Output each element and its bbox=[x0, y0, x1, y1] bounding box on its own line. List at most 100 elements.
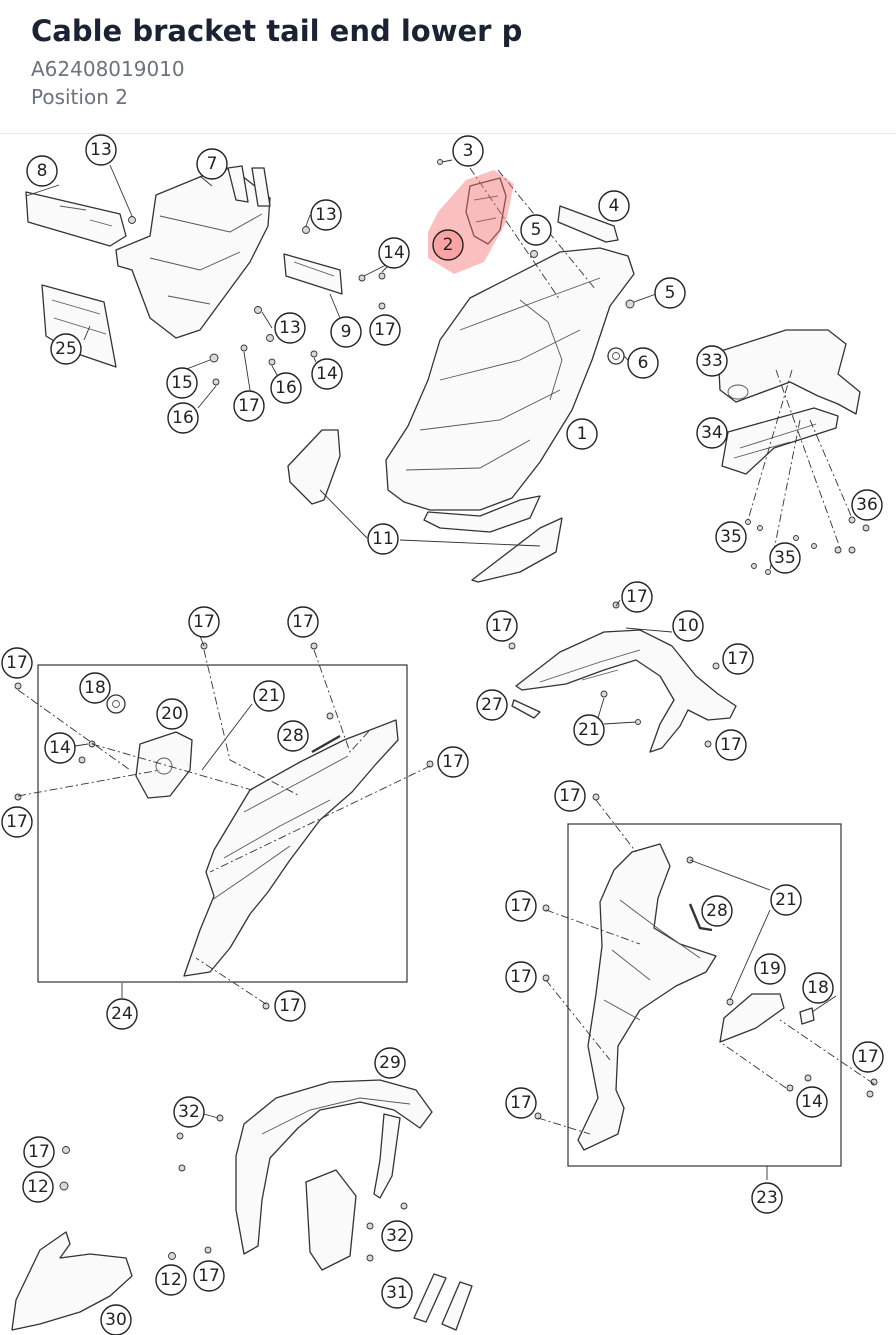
callout[interactable]: 12 bbox=[155, 1264, 187, 1296]
callout[interactable]: 13 bbox=[310, 199, 342, 231]
callout[interactable]: 32 bbox=[381, 1220, 413, 1252]
svg-text:17: 17 bbox=[6, 653, 28, 673]
part-11-cover-left bbox=[287, 429, 341, 505]
callout[interactable]: 21 bbox=[573, 714, 605, 746]
callout[interactable]: 17 bbox=[554, 780, 586, 812]
callout[interactable]: 16 bbox=[270, 372, 302, 404]
callout[interactable]: 32 bbox=[173, 1096, 205, 1128]
fasteners-bottom bbox=[59, 1114, 408, 1262]
callout[interactable]: 14 bbox=[311, 358, 343, 390]
callout[interactable]: 17 bbox=[23, 1136, 55, 1168]
callout[interactable]: 7 bbox=[196, 148, 228, 180]
callout[interactable]: 15 bbox=[166, 367, 198, 399]
callout[interactable]: 17 bbox=[193, 1260, 225, 1292]
callout[interactable]: 28 bbox=[277, 720, 309, 752]
part-18-washer bbox=[106, 694, 126, 714]
callout[interactable]: 17 bbox=[852, 1041, 884, 1073]
part-position: Position 2 bbox=[31, 85, 128, 109]
svg-text:21: 21 bbox=[775, 890, 797, 910]
part-9-rail bbox=[283, 253, 343, 295]
callout[interactable]: 17 bbox=[188, 606, 220, 638]
callout[interactable]: 17 bbox=[505, 961, 537, 993]
callout[interactable]: 33 bbox=[696, 345, 728, 377]
part-28-clip-right bbox=[688, 903, 713, 932]
callout[interactable]: 18 bbox=[802, 972, 834, 1004]
svg-text:17: 17 bbox=[374, 320, 396, 340]
callout[interactable]: 13 bbox=[85, 134, 117, 166]
part-31-strips bbox=[413, 1273, 473, 1331]
svg-text:7: 7 bbox=[207, 154, 218, 174]
callouts: 13 8 7 13 3 2 5 4 14 9 17 5 13 6 25 15 1… bbox=[1, 134, 883, 1335]
callout[interactable]: 31 bbox=[381, 1277, 413, 1309]
callout[interactable]: 16 bbox=[167, 402, 199, 434]
callout[interactable]: 17 bbox=[369, 314, 401, 346]
callout[interactable]: 23 bbox=[751, 1182, 783, 1214]
svg-text:17: 17 bbox=[193, 612, 215, 632]
callout[interactable]: 17 bbox=[486, 610, 518, 642]
callout[interactable]: 35 bbox=[769, 542, 801, 574]
callout[interactable]: 17 bbox=[715, 729, 747, 761]
callout[interactable]: 21 bbox=[253, 680, 285, 712]
callout[interactable]: 17 bbox=[621, 581, 653, 613]
callout[interactable]: 5 bbox=[654, 277, 686, 309]
callout[interactable]: 17 bbox=[722, 643, 754, 675]
leader-lines bbox=[25, 159, 837, 1180]
callout[interactable]: 14 bbox=[44, 732, 76, 764]
callout[interactable]: 27 bbox=[476, 689, 508, 721]
highlight-marker bbox=[428, 170, 514, 274]
svg-text:36: 36 bbox=[856, 495, 878, 515]
callout[interactable]: 20 bbox=[156, 698, 188, 730]
callout[interactable]: 17 bbox=[287, 606, 319, 638]
callout[interactable]: 12 bbox=[22, 1171, 54, 1203]
callout[interactable]: 17 bbox=[1, 806, 33, 838]
svg-text:33: 33 bbox=[701, 351, 723, 371]
callout[interactable]: 17 bbox=[505, 890, 537, 922]
part-8-bracket bbox=[25, 191, 127, 247]
callout[interactable]: 4 bbox=[598, 190, 630, 222]
callout[interactable]: 8 bbox=[26, 155, 58, 187]
callout[interactable]: 24 bbox=[106, 998, 138, 1030]
part-7-frame bbox=[115, 165, 271, 339]
part-4-tube bbox=[557, 205, 619, 243]
part-11-trim-right bbox=[471, 517, 563, 583]
callout[interactable]: 19 bbox=[754, 953, 786, 985]
callout[interactable]: 5 bbox=[520, 214, 552, 246]
svg-text:31: 31 bbox=[386, 1283, 408, 1303]
part-29-front-fender bbox=[235, 1079, 433, 1271]
callout[interactable]: 29 bbox=[374, 1047, 406, 1079]
callout[interactable]: 13 bbox=[274, 312, 306, 344]
callout[interactable]: 36 bbox=[851, 489, 883, 521]
svg-text:1: 1 bbox=[577, 424, 588, 444]
callout[interactable]: 35 bbox=[715, 521, 747, 553]
callout[interactable]: 25 bbox=[50, 333, 82, 365]
svg-text:8: 8 bbox=[37, 161, 48, 181]
callout[interactable]: 14 bbox=[796, 1086, 828, 1118]
exploded-parts-diagram: 13 8 7 13 3 2 5 4 14 9 17 5 13 6 25 15 1… bbox=[1, 134, 884, 1335]
callout[interactable]: 17 bbox=[233, 390, 265, 422]
callout[interactable]: 17 bbox=[505, 1087, 537, 1119]
callout[interactable]: 28 bbox=[701, 895, 733, 927]
callout[interactable]: 1 bbox=[566, 418, 598, 450]
callout[interactable]: 10 bbox=[672, 610, 704, 642]
callout[interactable]: 6 bbox=[627, 347, 659, 379]
callout[interactable]: 18 bbox=[79, 672, 111, 704]
callout[interactable]: 34 bbox=[696, 417, 728, 449]
callout-highlighted[interactable]: 2 bbox=[432, 229, 464, 261]
callout[interactable]: 3 bbox=[452, 135, 484, 167]
callout[interactable]: 21 bbox=[770, 884, 802, 916]
callout[interactable]: 17 bbox=[274, 990, 306, 1022]
callout[interactable]: 11 bbox=[367, 523, 399, 555]
svg-text:16: 16 bbox=[275, 378, 297, 398]
svg-text:11: 11 bbox=[372, 529, 394, 549]
part-1-rear-fender bbox=[385, 247, 635, 533]
callout[interactable]: 14 bbox=[378, 237, 410, 269]
callout[interactable]: 9 bbox=[330, 316, 362, 348]
callout[interactable]: 17 bbox=[437, 746, 469, 778]
svg-text:34: 34 bbox=[701, 423, 723, 443]
callout[interactable]: 30 bbox=[100, 1304, 132, 1335]
svg-text:17: 17 bbox=[279, 996, 301, 1016]
svg-text:23: 23 bbox=[756, 1188, 778, 1208]
part-side-panel-right bbox=[577, 843, 717, 1151]
part-18-washer-right bbox=[799, 1007, 815, 1025]
callout[interactable]: 17 bbox=[1, 647, 33, 679]
